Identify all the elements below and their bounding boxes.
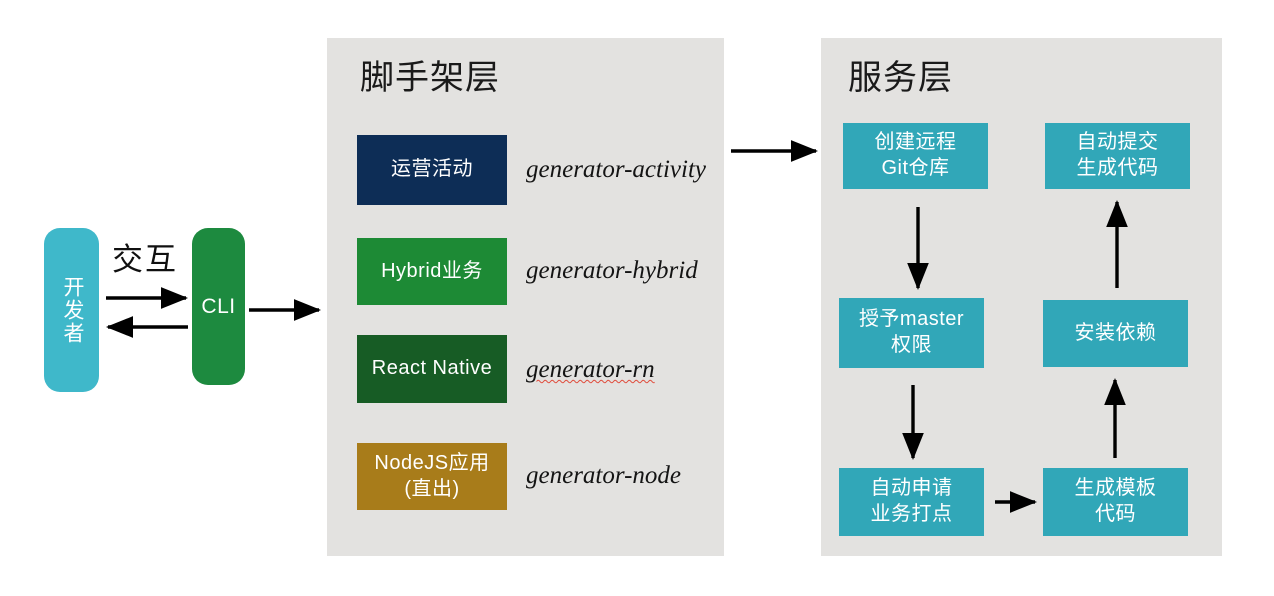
service-node-auto-apply-report[interactable]: 自动申请 业务打点 [839,468,984,536]
service-node-create-git-repo[interactable]: 创建远程 Git仓库 [843,123,988,189]
scaffold-box-nodejs[interactable]: NodeJS应用 (直出) [357,443,507,510]
service-node-auto-commit[interactable]: 自动提交 生成代码 [1045,123,1190,189]
service-node-grant-master[interactable]: 授予master 权限 [839,298,984,368]
cli-node[interactable]: CLI [192,228,245,385]
interaction-caption: 交互 [112,242,178,277]
service-layer-title: 服务层 [848,60,953,97]
developer-node[interactable]: 开发者 [44,228,99,392]
scaffold-box-activity[interactable]: 运营活动 [357,135,507,205]
cli-label: CLI [201,294,236,318]
scaffold-box-react-native[interactable]: React Native [357,335,507,403]
service-node-install-deps[interactable]: 安装依赖 [1043,300,1188,367]
developer-label: 开发者 [60,275,84,345]
scaffold-package-activity: generator-activity [526,156,706,183]
scaffold-box-hybrid[interactable]: Hybrid业务 [357,238,507,305]
scaffold-layer-title: 脚手架层 [360,60,500,97]
scaffold-package-nodejs: generator-node [526,462,682,489]
service-node-generate-template[interactable]: 生成模板 代码 [1043,468,1188,536]
scaffold-package-react-native: generator-rn [526,356,655,383]
scaffold-package-hybrid: generator-hybrid [526,257,698,284]
